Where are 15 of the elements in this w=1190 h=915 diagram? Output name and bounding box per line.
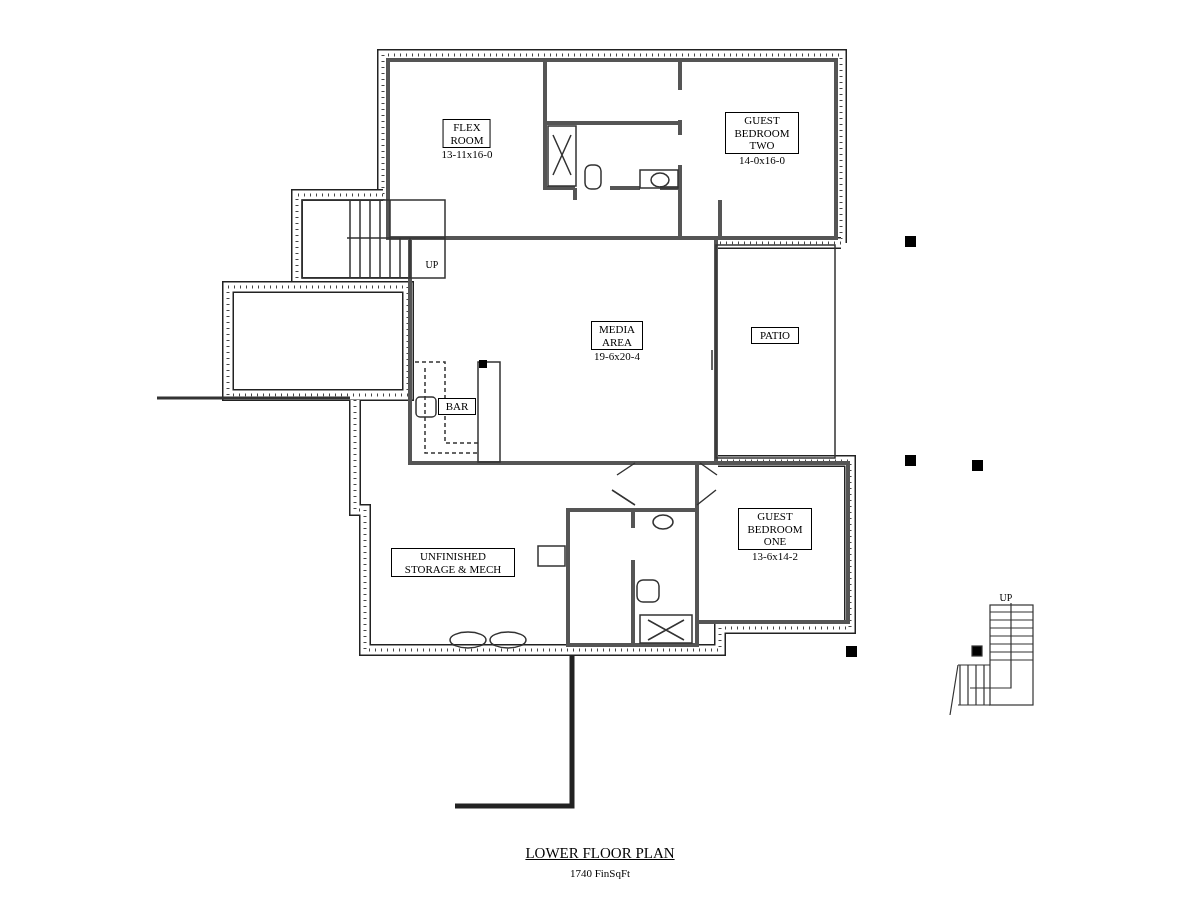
plan-title: LOWER FLOOR PLAN: [525, 844, 675, 863]
room-label: UNFINISHED STORAGE & MECH: [391, 548, 515, 578]
room-label: GUEST BEDROOM ONE: [738, 508, 812, 550]
room-dimension: 14-0x16-0: [739, 153, 785, 168]
room-label: MEDIA AREA: [591, 321, 643, 351]
stair-direction-label: UP: [424, 260, 440, 270]
room-dimension: 19-6x20-4: [594, 350, 640, 365]
plan-caption: 1740 FinSqFt: [569, 865, 631, 881]
room-label: GUEST BEDROOM TWO: [725, 112, 799, 154]
room-label: FLEX ROOM: [443, 119, 491, 149]
room-label: PATIO: [751, 327, 799, 344]
stair-direction-label: UP: [998, 593, 1014, 603]
room-dimension: 13-11x16-0: [441, 148, 493, 163]
room-label: BAR: [438, 398, 476, 415]
room-dimension: 13-6x14-2: [752, 549, 798, 564]
